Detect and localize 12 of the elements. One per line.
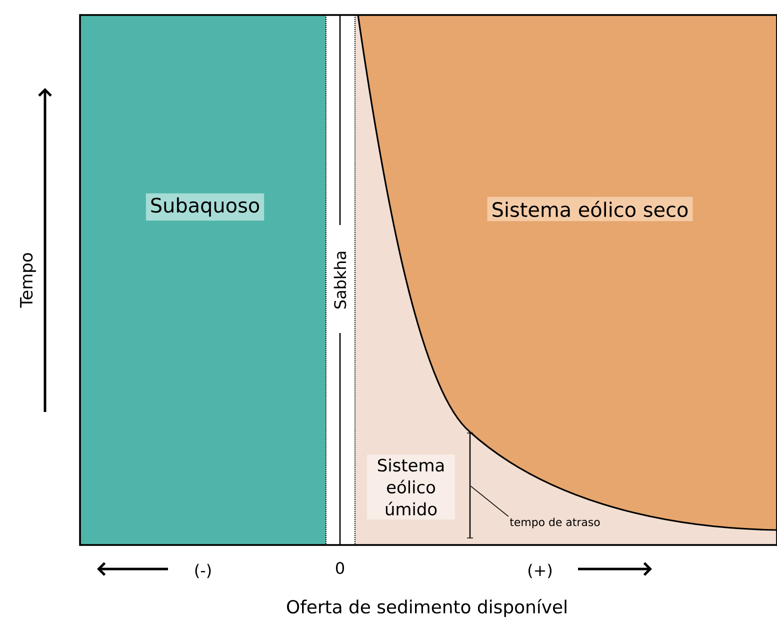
lag-time-label: tempo de atraso: [510, 518, 600, 528]
sign-label: (-): [195, 564, 211, 578]
axis-label: Oferta de sedimento disponível: [287, 598, 566, 618]
region-label: Sistema eólico seco: [487, 196, 693, 222]
region-label: Sabkha: [330, 246, 350, 314]
region-label: Sistema eólico úmido: [367, 454, 455, 520]
axis-label: Tempo: [20, 253, 36, 308]
region-label: Subaquoso: [146, 193, 264, 221]
leader-line: [470, 486, 509, 517]
lag-time-bar: [466, 432, 474, 538]
tick-label: 0: [336, 562, 344, 574]
sign-label: (+): [528, 564, 552, 578]
